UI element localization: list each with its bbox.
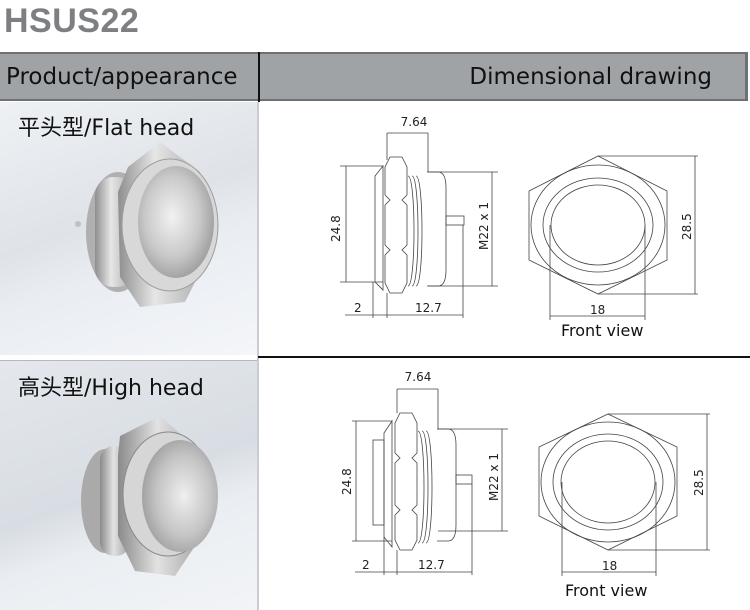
dim-7-64: 7.64: [405, 370, 432, 384]
table-header: [0, 52, 748, 101]
product-title: HSUS22: [4, 2, 140, 40]
row-label-high-head: 高头型/High head: [18, 376, 204, 401]
dim-12-7: 12.7: [415, 301, 442, 315]
row-label-flat-head: 平头型/Flat head: [18, 116, 195, 141]
dim-24-8: 24.8: [340, 468, 354, 495]
header-divider: [258, 52, 260, 102]
high-head-photo: [0, 361, 257, 610]
row-separator: [258, 356, 750, 358]
dim-m22: M22 x 1: [477, 202, 491, 250]
flat-head-front-view-drawing: 28.5 18: [528, 155, 698, 320]
header-product-appearance: Product/appearance: [6, 63, 238, 90]
dim-28-5: 28.5: [692, 469, 706, 496]
dim-7-64: 7.64: [401, 115, 428, 129]
flat-head-photo: [0, 102, 257, 355]
dim-28-5: 28.5: [680, 213, 694, 240]
flat-head-side-view-drawing: 7.64 24.8 M22 x 1 2 12.7: [329, 115, 498, 318]
front-view-caption: Front view: [565, 581, 648, 600]
dim-18: 18: [602, 559, 617, 573]
high-head-front-view-drawing: 28.5 18: [538, 413, 710, 576]
dim-2: 2: [362, 558, 370, 572]
row-separator-left: [0, 360, 257, 361]
dim-2: 2: [354, 301, 362, 315]
flat-head-button-image: [75, 142, 219, 307]
dim-m22: M22 x 1: [487, 453, 501, 501]
header-dimensional-drawing: Dimensional drawing: [469, 63, 712, 90]
dim-24-8: 24.8: [329, 215, 343, 242]
front-view-caption: Front view: [561, 321, 644, 340]
dim-12-7: 12.7: [418, 558, 445, 572]
high-head-button-image: [81, 416, 218, 576]
dim-18: 18: [590, 303, 605, 317]
high-head-side-view-drawing: 7.64 24.8 M22 x 1 2 12.7: [340, 370, 508, 575]
header-edge: [745, 54, 748, 99]
